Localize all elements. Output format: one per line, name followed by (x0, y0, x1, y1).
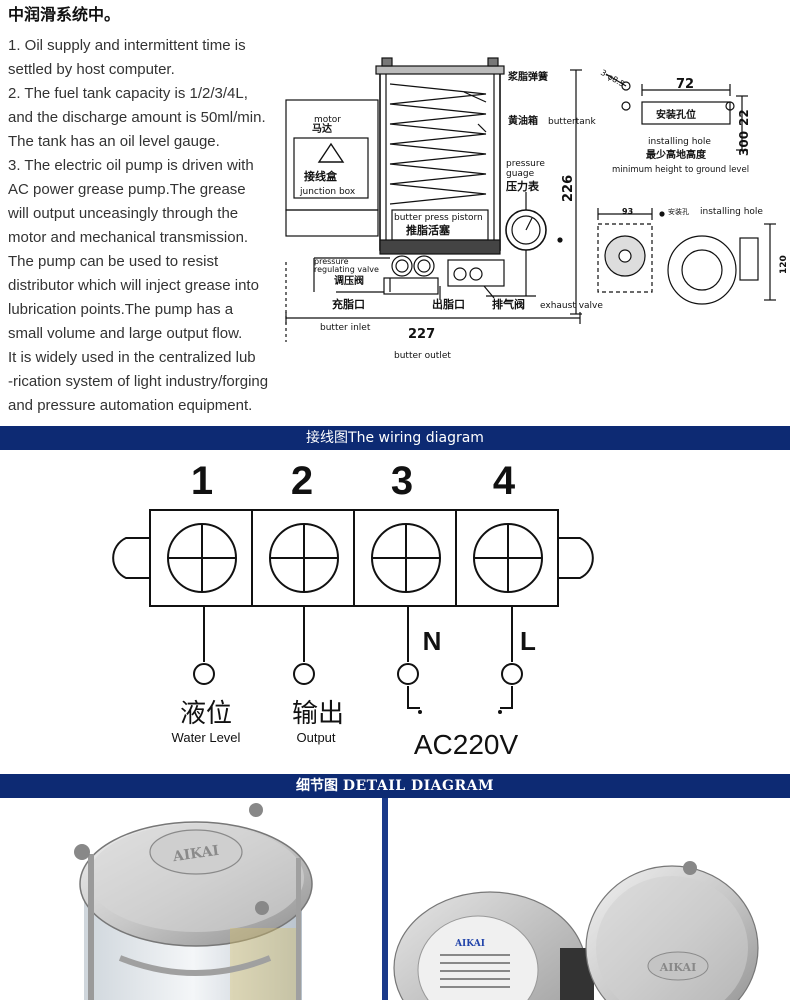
output-cn: 输出 (292, 698, 344, 728)
label-spring-cn: 浆脂弹簧 (508, 70, 548, 83)
label-reg-cn: 调压阀 (334, 274, 364, 287)
detail-photos: AIKAI AIKAI AIKAI (0, 798, 790, 1000)
label-hole-cn: 安装孔位 (656, 108, 696, 121)
lid-logo: AIKAI (171, 843, 220, 865)
dim-min-1: 300 (737, 131, 751, 156)
label-junction-cn: 接线盒 (304, 169, 338, 183)
label-hole-spec: 3-φ8.5 (599, 68, 626, 89)
intro-line: -rication system of light industry/forgi… (8, 373, 269, 390)
intro-line: settled by host computer. (8, 61, 175, 78)
label-motor-cn: 马达 (312, 122, 332, 135)
intro-line: 2. The fuel tank capacity is 1/2/3/4L, (8, 85, 248, 102)
intro-line: and the discharge amount is 50ml/min. (8, 109, 266, 126)
lid-logo-right: AIKAI (659, 961, 696, 974)
intro-line: 1. Oil supply and intermittent time is (8, 37, 246, 54)
water-level-cn: 液位 (180, 698, 232, 728)
terminal-1-label: 1 (191, 459, 213, 503)
dim-min-2: 22 (737, 109, 751, 126)
detail-banner: 细节图 DETAIL DIAGRAM (0, 774, 790, 798)
intro-line: lubrication points.The pump has a (8, 301, 234, 318)
intro-line: 3. The electric oil pump is driven with (8, 157, 254, 174)
output-en: Output (296, 730, 335, 745)
label-gauge-en-2: guage (506, 169, 535, 179)
intro-line: will output unceasingly through the (8, 205, 239, 222)
photo-divider (382, 798, 388, 1000)
wiring-diagram: 1 2 3 4 N L 液位 Water Level 输出 Output AC2… (112, 459, 594, 760)
live-label: L (520, 626, 536, 656)
detail-banner-en: DETAIL DIAGRAM (342, 778, 494, 794)
detail-banner-cn: 细节图 (296, 778, 338, 794)
intro-line: The pump can be used to resist (8, 253, 219, 270)
ac-voltage-label: AC220V (414, 729, 519, 760)
label-hole-en: installing hole (648, 137, 711, 147)
terminal-3-label: 3 (391, 459, 413, 503)
intro-lines: 1. Oil supply and intermittent time is s… (8, 34, 293, 418)
terminal-2-label: 2 (291, 459, 313, 503)
water-level-en: Water Level (172, 730, 241, 745)
label-outlet-en: butter outlet (394, 351, 451, 361)
intro-line: motor and mechanical transmission. (8, 229, 249, 246)
label-reg-en-1: pressure (314, 257, 349, 266)
label-inlet-cn: 充脂口 (332, 297, 365, 311)
neutral-label: N (423, 626, 442, 656)
label-gauge-en-1: pressure (506, 159, 545, 169)
intro-line: distributor which will inject grease int… (8, 277, 259, 294)
label-inlet-en: butter inlet (320, 323, 371, 333)
intro-line: It is widely used in the centralized lub (8, 349, 256, 366)
label-piston-en: butter press pistorn (394, 213, 483, 223)
intro-line: and pressure automation equipment. (8, 397, 253, 414)
label-min-cn: 最少高地高度 (646, 148, 707, 161)
label-junction-en: junction box (299, 187, 356, 197)
dim-side-height: 120 (779, 255, 789, 274)
intro-heading: 中润滑系统中。 (8, 5, 121, 24)
technical-drawing: motor 马达 接线盒 junction box 浆脂弹簧 黄油箱 butte… (285, 57, 789, 361)
label-min-en: minimum height to ground level (612, 165, 749, 175)
intro-line: AC power grease pump.The grease (8, 181, 246, 198)
label-exhaust-cn: 排气阀 (492, 297, 525, 311)
label-motor-en: motor (314, 115, 341, 125)
label-exhaust-en: exhaust valve (540, 301, 603, 311)
wiring-banner: 接线图The wiring diagram (0, 426, 790, 450)
terminal-4-label: 4 (493, 459, 516, 503)
label-outlet-cn: 出脂口 (432, 297, 465, 311)
label-gauge-cn: 压力表 (506, 179, 540, 193)
intro-line: small volume and large output flow. (8, 325, 243, 342)
label-piston-cn: 推脂活塞 (406, 223, 451, 237)
label-tank-cn: 黄油箱 (508, 114, 538, 127)
label-reg-en-2: regulating valve (314, 265, 379, 274)
label-side-hole-en: installing hole (700, 207, 763, 217)
dim-height: 226 (561, 175, 576, 202)
dim-hole: 72 (676, 77, 694, 92)
intro-line: The tank has an oil level gauge. (8, 133, 220, 150)
dim-side: 93 (622, 207, 633, 216)
nameplate-logo: AIKAI (454, 939, 485, 949)
intro-text: 中润滑系统中。 1. Oil supply and intermittent t… (8, 4, 293, 418)
label-side-hole-cn: 安装孔 (668, 207, 689, 216)
dim-width: 227 (408, 327, 435, 342)
label-tank-en: buttertank (548, 117, 596, 127)
